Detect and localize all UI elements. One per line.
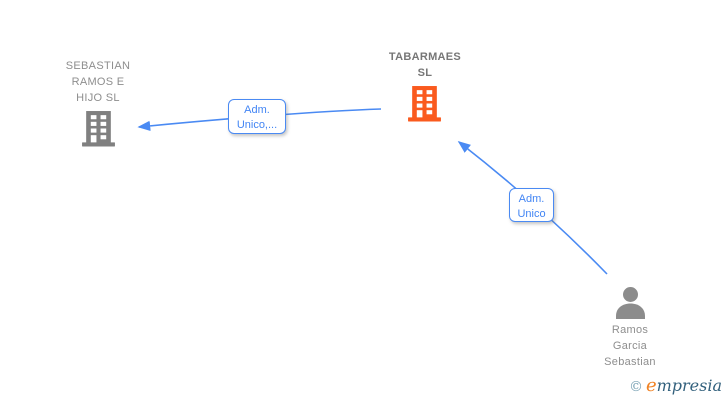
person-icon — [616, 287, 645, 319]
node-label-line: Sebastian — [604, 356, 656, 368]
empresia-logo[interactable]: ©empresia — [629, 375, 722, 396]
node-label-line: Ramos — [611, 324, 649, 336]
node-label-line: RAMOS E — [71, 76, 125, 88]
node-label-line: TABARMAES — [388, 51, 462, 63]
node-label: TABARMAES SL — [360, 49, 490, 81]
node-person-ramos-garcia-sebastian[interactable]: Ramos Garcia Sebastian — [565, 287, 695, 377]
empresia-logo-text: mpresia — [656, 376, 722, 395]
empresia-logo-letter: e — [645, 375, 657, 396]
edge-label-line: Unico,... — [236, 118, 278, 131]
edge-label-adm-unico-truncated[interactable]: Adm. Unico,... — [228, 99, 286, 134]
node-label-line: SEBASTIAN — [65, 60, 131, 72]
node-label-line: HIJO SL — [76, 92, 120, 104]
node-label: Ramos Garcia Sebastian — [565, 322, 695, 370]
node-company-tabarmaes-sl[interactable]: TABARMAES SL — [360, 49, 490, 124]
node-label-line: SL — [417, 67, 433, 79]
node-label: SEBASTIAN RAMOS E HIJO SL — [33, 58, 163, 106]
edge-label-line: Adm. — [244, 104, 270, 116]
edge-label-line: Unico — [517, 207, 546, 220]
edge-label-adm-unico[interactable]: Adm. Unico — [509, 188, 554, 222]
node-company-sebastian-ramos-e-hijo-sl[interactable]: SEBASTIAN RAMOS E HIJO SL — [33, 58, 163, 148]
copyright-icon: © — [628, 379, 643, 395]
building-icon — [82, 111, 115, 147]
edge-label-line: Adm. — [518, 193, 545, 205]
building-icon — [408, 86, 441, 122]
node-label-line: Garcia — [612, 340, 648, 352]
